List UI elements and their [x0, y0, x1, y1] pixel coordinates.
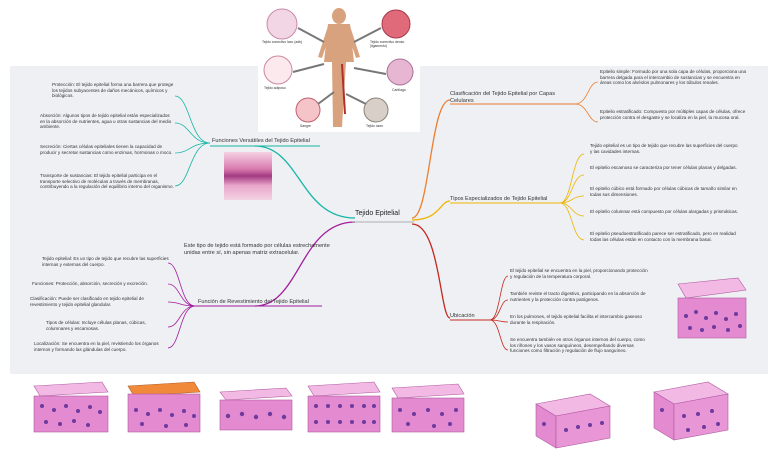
revestimiento-item-1: Tejido epitelial: Es un tipo de tejido q…	[42, 256, 169, 267]
branch-clasificacion[interactable]: Clasificación del Tejido Epitelial por C…	[450, 91, 555, 104]
label-conectivo-laxo: Tejido conectivo laxo (adb)	[262, 40, 303, 44]
label-cartilago: Cartílago	[392, 88, 406, 92]
revestimiento-item-3: Clasificación: Puede ser clasificado en …	[30, 296, 144, 307]
funciones-item-1: Protección: El tejido epitelial forma un…	[52, 82, 174, 99]
branch-tipos[interactable]: Tipos Especializados de Tejido Epitelial	[450, 196, 548, 202]
tipos-item-1: Tejido epitelial es un tipo de tejido qu…	[590, 143, 738, 154]
branch-ubicacion[interactable]: Ubicación	[450, 313, 475, 319]
revestimiento-item-2: Funciones: Protección, absorción, secrec…	[32, 281, 148, 286]
label-conectivo-denso: Tejido conectivo denso (ligamento)	[370, 40, 405, 48]
epithelium-block-7	[648, 380, 732, 442]
tipos-item-2: El epitelio escamoso se caracteriza por …	[590, 165, 737, 170]
funciones-item-2: Absorción: Algunos tipos de tejido epite…	[40, 113, 172, 130]
epithelium-block-3	[214, 386, 294, 432]
ubicacion-item-2: También reviste el tracto digestivo, par…	[510, 291, 646, 302]
epithelium-block-2	[124, 380, 202, 434]
epithelium-block-right	[668, 276, 748, 340]
ubicacion-item-3: En los pulmones, el tejido epitelial fac…	[510, 314, 643, 325]
funciones-item-4: Transporte de sustancias: El tejido epit…	[40, 173, 174, 190]
epithelium-block-5	[388, 382, 466, 434]
revestimiento-item-4: Tipos de células: Incluye células planas…	[46, 320, 146, 331]
branch-funciones[interactable]: Funciones Versátiles del Tejido Epitelia…	[212, 138, 310, 144]
skin-histology-image	[224, 152, 272, 200]
intro-text: Este tipo de tejido está formado por cél…	[184, 243, 330, 256]
clasificacion-item-1: Epitelio simple: Formado por una sola ca…	[600, 69, 747, 86]
central-topic[interactable]: Tejido Epitelial	[355, 210, 400, 217]
label-adiposo: Tejido adiposo	[264, 86, 286, 90]
tissue-types-figure: Tejido conectivo laxo (adb) Tejido conec…	[258, 2, 420, 132]
ubicacion-item-4: Se encuentra también en otros órganos in…	[510, 337, 645, 354]
funciones-item-3: Secreción: Ciertas células epiteliales t…	[40, 144, 173, 155]
ubicacion-item-1: El tejido epitelial se encuentra en la p…	[510, 268, 648, 279]
epithelium-block-6	[530, 392, 614, 450]
epithelium-block-4	[302, 380, 382, 434]
tipos-item-3: El epitelio cúbico está formado por célu…	[590, 186, 737, 197]
label-sangre: Sangre	[300, 124, 311, 128]
branch-revestimiento[interactable]: Función de Revestimiento del Tejido Epit…	[198, 299, 309, 305]
clasificacion-item-2: Epitelio estratificado: Compuesto por mú…	[600, 109, 746, 120]
tipos-item-5: El epitelio pseudoestratificado parece s…	[590, 231, 736, 242]
tipos-item-4: El epitelio columnar está compuesto por …	[590, 209, 739, 214]
epithelium-block-1	[26, 380, 110, 434]
revestimiento-item-5: Localización: Se encuentra en la piel, r…	[34, 341, 159, 352]
label-oseo: Tejido óseo	[366, 124, 384, 128]
